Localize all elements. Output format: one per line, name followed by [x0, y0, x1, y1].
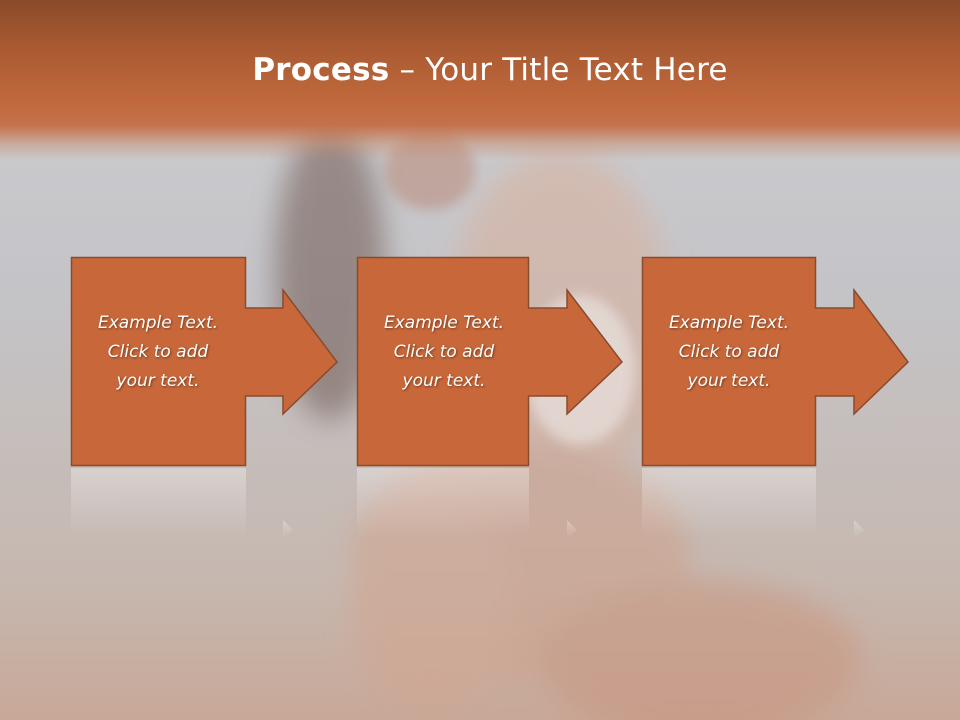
- step-2-line-3: your text.: [402, 371, 486, 391]
- process-step-3[interactable]: Example Text. Click to add your text.: [641, 256, 909, 467]
- right-arrow-icon: [70, 256, 338, 467]
- step-2-shape: [356, 256, 624, 467]
- right-arrow-icon: [356, 256, 624, 467]
- step-1-line-3: your text.: [116, 371, 200, 391]
- step-3-shape: [641, 256, 909, 467]
- step-3-reflection: [642, 468, 902, 538]
- title-rest: – Your Title Text Here: [389, 52, 728, 88]
- step-2-reflection: [357, 468, 617, 538]
- right-arrow-icon: [641, 256, 909, 467]
- step-1-line-2: Click to add: [107, 342, 209, 362]
- step-2-text: Example Text. Click to add your text.: [365, 309, 523, 396]
- step-3-line-3: your text.: [687, 371, 771, 391]
- step-1-shape: [70, 256, 338, 467]
- step-3-line-1: Example Text.: [668, 313, 790, 333]
- step-1-reflection: [71, 468, 331, 538]
- process-step-1[interactable]: Example Text. Click to add your text.: [70, 256, 338, 467]
- step-2-line-1: Example Text.: [383, 313, 505, 333]
- step-3-line-2: Click to add: [678, 342, 780, 362]
- step-1-line-1: Example Text.: [97, 313, 219, 333]
- slide-title[interactable]: Process – Your Title Text Here: [0, 52, 960, 88]
- step-2-line-2: Click to add: [393, 342, 495, 362]
- step-1-text: Example Text. Click to add your text.: [79, 309, 237, 396]
- process-step-2[interactable]: Example Text. Click to add your text.: [356, 256, 624, 467]
- title-bold: Process: [252, 52, 390, 88]
- step-3-text: Example Text. Click to add your text.: [650, 309, 808, 396]
- header-band: [0, 0, 960, 160]
